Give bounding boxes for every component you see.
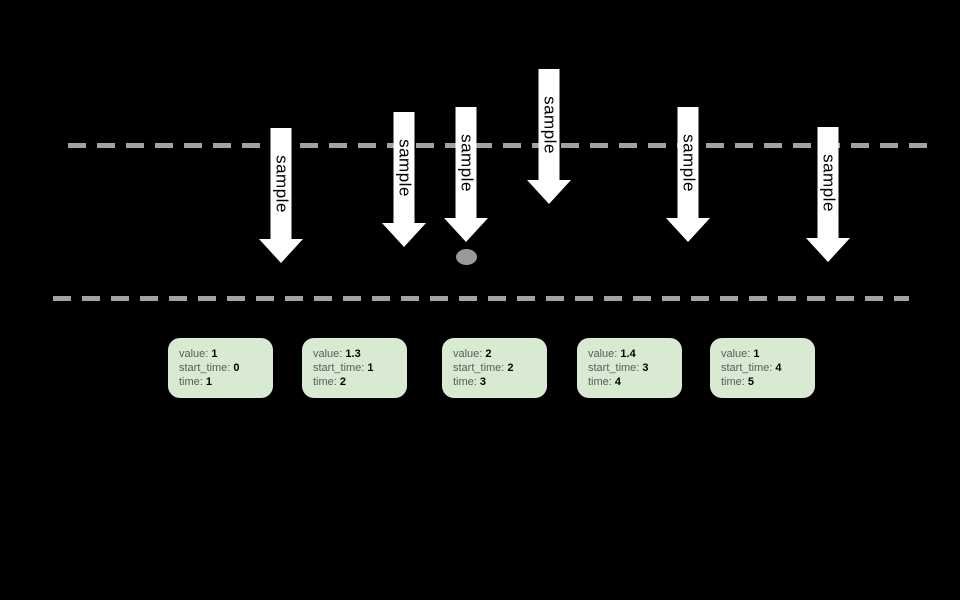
time-row: time: 2: [313, 375, 396, 389]
start-time-row: start_time: 4: [721, 361, 804, 375]
time-row: time: 1: [179, 375, 262, 389]
sample-arrow-5: sample: [666, 107, 710, 242]
value-row: value: 1: [721, 347, 804, 361]
start-time-label: start_time:: [313, 362, 365, 374]
value-number: 1: [211, 348, 218, 360]
arrow-shaft: sample: [393, 112, 415, 223]
start-time-row: start_time: 1: [313, 361, 396, 375]
start-time-number: 2: [507, 362, 514, 374]
value-label: value:: [179, 348, 209, 360]
sample-arrow-6: sample: [806, 127, 850, 262]
sample-arrow-label: sample: [457, 133, 476, 192]
sample-record-card-4: value: 1.4 start_time: 3 time: 4: [577, 338, 682, 398]
sample-arrow-label: sample: [819, 153, 838, 212]
sample-arrow-3: sample: [444, 107, 488, 242]
start-time-row: start_time: 0: [179, 361, 262, 375]
time-label: time:: [588, 376, 612, 388]
sample-record-card-5: value: 1 start_time: 4 time: 5: [710, 338, 815, 398]
value-row: value: 2: [453, 347, 536, 361]
value-row: value: 1: [179, 347, 262, 361]
start-time-number: 3: [642, 362, 649, 374]
time-row: time: 5: [721, 375, 804, 389]
start-time-number: 4: [775, 362, 782, 374]
arrow-shaft: sample: [677, 107, 699, 218]
arrow-down-icon: [527, 180, 571, 204]
time-number: 4: [614, 376, 622, 388]
sample-arrow-4: sample: [527, 69, 571, 204]
time-number: 1: [205, 376, 213, 388]
value-number: 2: [485, 348, 492, 360]
time-row: time: 3: [453, 375, 536, 389]
sample-arrow-2: sample: [382, 112, 426, 247]
arrow-down-icon: [382, 223, 426, 247]
sample-arrow-1: sample: [259, 128, 303, 263]
arrow-down-icon: [444, 218, 488, 242]
arrow-shaft: sample: [270, 128, 292, 239]
sample-record-card-1: value: 1 start_time: 0 time: 1: [168, 338, 273, 398]
value-number: 1.4: [620, 348, 636, 360]
start-time-label: start_time:: [721, 362, 773, 374]
arrow-shaft: sample: [538, 69, 560, 180]
time-label: time:: [313, 376, 337, 388]
value-row: value: 1.4: [588, 347, 671, 361]
arrow-down-icon: [259, 239, 303, 263]
value-label: value:: [721, 348, 751, 360]
value-label: value:: [313, 348, 343, 360]
value-number: 1: [753, 348, 760, 360]
time-label: time:: [721, 376, 745, 388]
sample-arrow-label: sample: [272, 154, 291, 213]
start-time-number: 1: [367, 362, 374, 374]
time-number: 2: [339, 376, 347, 388]
sample-arrow-label: sample: [395, 138, 414, 197]
start-time-label: start_time:: [179, 362, 231, 374]
value-label: value:: [588, 348, 618, 360]
arrow-down-icon: [806, 238, 850, 262]
start-time-row: start_time: 3: [588, 361, 671, 375]
sample-arrow-label: sample: [679, 133, 698, 192]
time-label: time:: [179, 376, 203, 388]
start-time-label: start_time:: [453, 362, 505, 374]
sample-point-dot: [456, 249, 477, 265]
sample-record-card-3: value: 2 start_time: 2 time: 3: [442, 338, 547, 398]
value-label: value:: [453, 348, 483, 360]
time-label: time:: [453, 376, 477, 388]
start-time-number: 0: [233, 362, 240, 374]
sample-arrow-label: sample: [540, 95, 559, 154]
arrow-down-icon: [666, 218, 710, 242]
upper-dashed-line: [68, 143, 928, 148]
lower-dashed-line: [53, 296, 909, 301]
start-time-label: start_time:: [588, 362, 640, 374]
time-row: time: 4: [588, 375, 671, 389]
value-row: value: 1.3: [313, 347, 396, 361]
value-number: 1.3: [345, 348, 361, 360]
time-number: 5: [747, 376, 755, 388]
arrow-shaft: sample: [817, 127, 839, 238]
time-number: 3: [479, 376, 487, 388]
start-time-row: start_time: 2: [453, 361, 536, 375]
sample-record-card-2: value: 1.3 start_time: 1 time: 2: [302, 338, 407, 398]
arrow-shaft: sample: [455, 107, 477, 218]
